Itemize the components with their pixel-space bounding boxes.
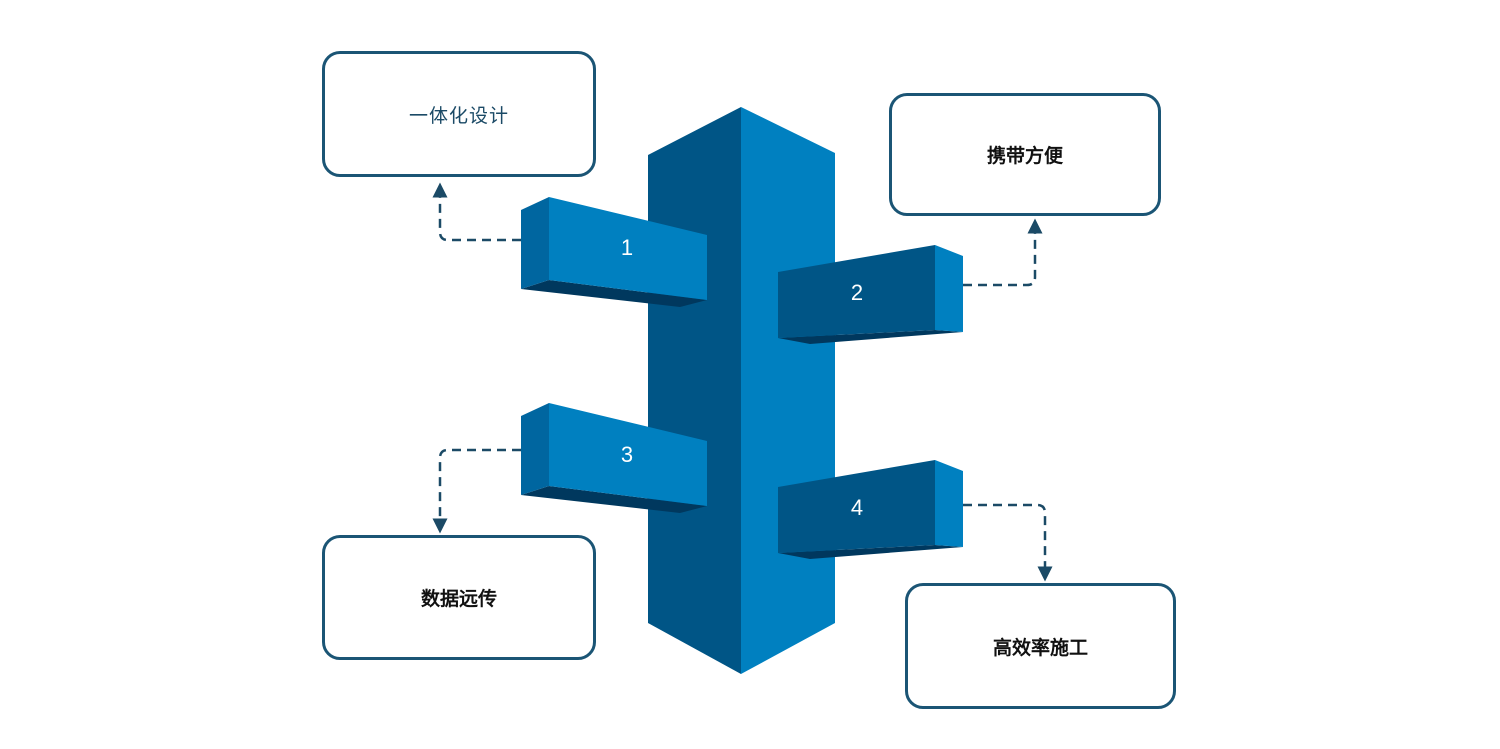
bar-number-2: 2 bbox=[851, 280, 863, 305]
feature-label-2: 携带方便 bbox=[986, 145, 1063, 167]
connector-4 bbox=[963, 503, 1053, 582]
bar-number-1: 1 bbox=[621, 235, 633, 260]
feature-box-1: 一体化设计 bbox=[322, 51, 596, 177]
connector-1 bbox=[432, 182, 521, 242]
feature-label-3: 数据远传 bbox=[420, 588, 497, 610]
feature-label-1: 一体化设计 bbox=[408, 104, 509, 127]
central-pillar bbox=[648, 107, 835, 674]
connector-3 bbox=[432, 448, 521, 534]
bar-2 bbox=[778, 245, 963, 344]
bar-number-4: 4 bbox=[851, 495, 863, 520]
bar-1 bbox=[521, 197, 707, 307]
feature-box-2: 携带方便 bbox=[889, 93, 1161, 216]
feature-label-4: 高效率施工 bbox=[992, 636, 1088, 659]
bar-4 bbox=[778, 460, 963, 559]
connector-2 bbox=[963, 218, 1043, 287]
feature-box-3: 数据远传 bbox=[322, 535, 596, 660]
feature-box-4: 高效率施工 bbox=[905, 583, 1176, 709]
bar-number-3: 3 bbox=[621, 442, 633, 467]
bar-3 bbox=[521, 403, 707, 513]
